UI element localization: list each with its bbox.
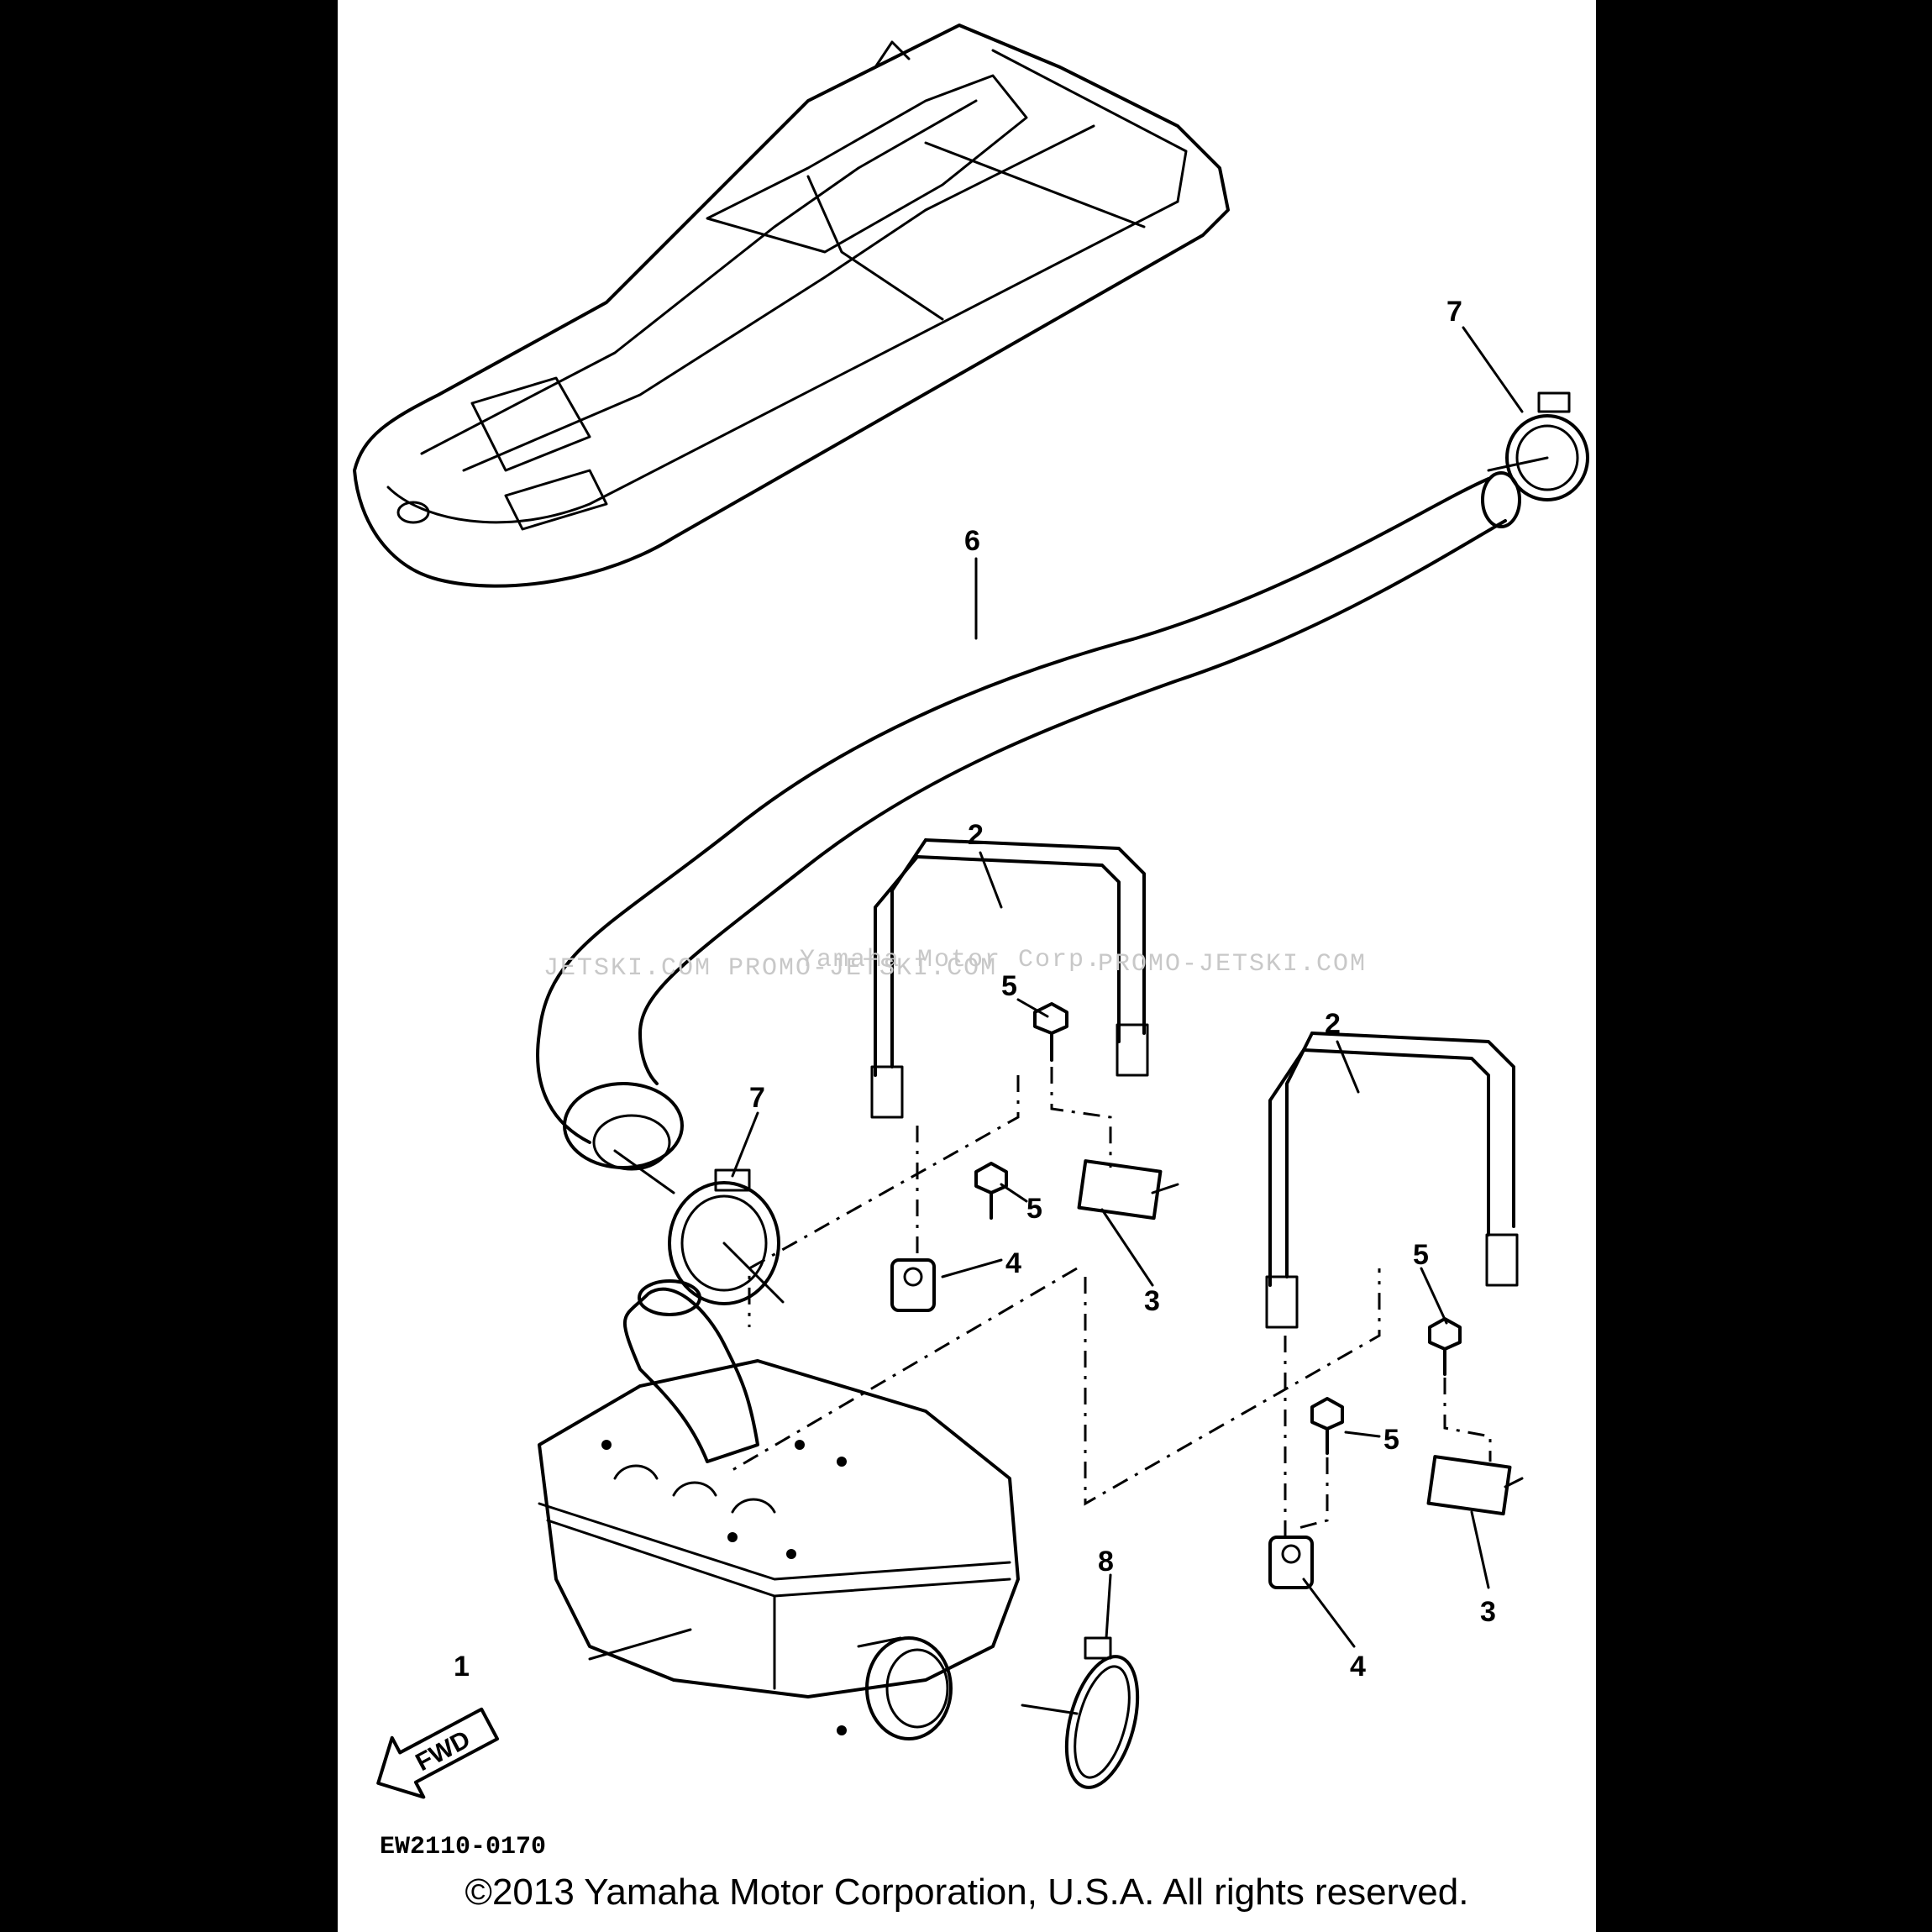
hose-clamp-outlet [1021,1636,1140,1789]
callout-7-lower: 7 [749,1082,765,1114]
callout-2-left: 2 [968,819,984,851]
bracket-right [1426,1455,1524,1516]
fwd-arrow: FWD [376,1707,500,1799]
strap-right [1265,1032,1519,1329]
callout-3-right: 3 [1480,1596,1496,1628]
watermark: JETSKI.COM PROMO-JETSKI.COM Yamaha Motor… [543,946,1367,983]
copyright-notice: ©2013 Yamaha Motor Corporation, U.S.A. A… [465,1872,1469,1913]
callout-1: 1 [454,1651,470,1683]
leader-lines [588,326,1524,1661]
callout-7-upper: 7 [1446,296,1462,328]
bolt-a [1033,1002,1068,1062]
callout-5-d: 5 [1383,1424,1399,1456]
callout-8: 8 [1098,1546,1114,1578]
assembly-lines [732,1067,1492,1537]
callouts: 7 6 2 2 5 5 7 4 3 5 5 3 4 8 1 [454,296,1496,1683]
bracket-left [1077,1159,1179,1221]
bolt-b [974,1162,1008,1220]
callout-4-right: 4 [1350,1651,1366,1683]
hose-clamp-lower [668,1168,785,1305]
callout-5-c: 5 [1413,1239,1429,1271]
bolt-d [1310,1397,1344,1455]
jet-ski-hull [353,24,1230,588]
diagram-code: EW2110-0170 [380,1833,546,1861]
diagram-sheet: 7 6 2 2 5 5 7 4 3 5 5 3 4 8 1 FWD JETSKI… [338,0,1596,1932]
clip-left [890,1258,936,1312]
callout-2-right: 2 [1325,1008,1341,1040]
clip-right [1268,1536,1314,1589]
callout-5-a: 5 [1001,970,1017,1002]
exhaust-hose [536,471,1521,1194]
watermark-right: PROMO-JETSKI.COM [1098,950,1367,979]
callout-3-left: 3 [1144,1285,1160,1317]
callout-4-left: 4 [1005,1247,1021,1279]
callout-5-b: 5 [1026,1193,1042,1225]
watermark-center: Yamaha Motor Corp. [800,946,1102,974]
watermark-left: JETSKI.COM PROMO-JETSKI.COM [543,954,997,983]
hose-clamp-upper [1487,391,1589,501]
bolt-c [1428,1317,1462,1376]
muffler [538,1279,1020,1740]
exploded-parts-diagram: 7 6 2 2 5 5 7 4 3 5 5 3 4 8 1 FWD JETSKI… [353,24,1589,1861]
callout-6: 6 [964,525,980,557]
strap-left [870,838,1149,1119]
